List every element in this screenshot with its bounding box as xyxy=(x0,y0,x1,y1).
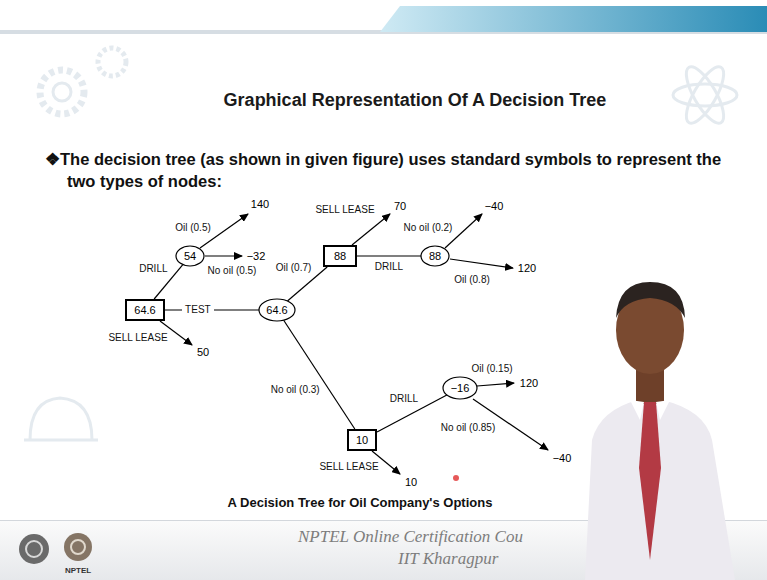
node-value: 88 xyxy=(334,250,346,263)
node-value: 10 xyxy=(356,434,368,447)
terminal-arrows xyxy=(160,214,548,474)
footer-text: NPTEL Online Certification Cou xyxy=(298,527,523,547)
decision-square: 64.6 xyxy=(125,299,165,321)
payoff-value: 50 xyxy=(197,346,209,359)
node-value: 54 xyxy=(184,250,196,263)
option-label: SELL LEASE xyxy=(319,461,378,473)
footer-text: IIT Kharagpur xyxy=(398,549,498,569)
circle-outline xyxy=(259,299,295,321)
presenter xyxy=(585,282,735,580)
branch-label: DRILL xyxy=(139,263,167,275)
branch-label: DRILL xyxy=(375,261,403,273)
top-band xyxy=(0,6,767,34)
probability-label: Oil (0.8) xyxy=(454,274,490,286)
payoff-value: 70 xyxy=(394,200,406,213)
option-label: SELL LEASE xyxy=(108,332,167,344)
node-value: 88 xyxy=(429,250,441,263)
laser-dot xyxy=(453,475,459,481)
chance-circle: −16 xyxy=(442,376,478,400)
node-value: −16 xyxy=(451,382,470,395)
payoff-value: 140 xyxy=(251,198,269,211)
tree-branch xyxy=(357,255,421,256)
chance-circle: 88 xyxy=(420,245,450,267)
probability-label: Oil (0.5) xyxy=(175,222,211,234)
payoff-value: 120 xyxy=(520,377,538,390)
tree-branch xyxy=(284,320,355,429)
payoff-value: −40 xyxy=(485,200,504,213)
payoff-value: 10 xyxy=(405,476,417,489)
decision-square: 88 xyxy=(323,245,357,267)
circle-outline xyxy=(176,246,204,266)
branch-label: DRILL xyxy=(390,393,418,405)
payoff-value: −32 xyxy=(247,250,266,263)
slide-title: Graphical Representation Of A Decision T… xyxy=(224,89,607,111)
probability-label: Oil (0.15) xyxy=(471,363,512,375)
branch-label: No oil (0.3) xyxy=(271,384,320,396)
logo-text: NPTEL xyxy=(65,566,91,576)
branch-label: TEST xyxy=(182,304,214,316)
branch-label: Oil (0.7) xyxy=(276,262,312,274)
payoff-value: −40 xyxy=(553,452,572,465)
payoff-value: 120 xyxy=(518,262,536,275)
probability-label: No oil (0.85) xyxy=(441,422,495,434)
node-value: 64.6 xyxy=(266,304,287,317)
decision-square: 10 xyxy=(347,429,377,451)
chance-circle: 64.6 xyxy=(258,298,296,322)
watermark-icons xyxy=(24,48,737,440)
bullet-text: ❖The decision tree (as shown in given fi… xyxy=(45,148,745,192)
probability-label: No oil (0.2) xyxy=(404,222,453,234)
probability-label: No oil (0.5) xyxy=(208,265,257,277)
circle-outline xyxy=(443,377,477,399)
option-label: SELL LEASE xyxy=(315,204,374,216)
circle-outline xyxy=(421,246,449,266)
chance-circle: 54 xyxy=(175,245,205,267)
figure-caption: A Decision Tree for Oil Company's Option… xyxy=(228,495,493,511)
node-value: 64.6 xyxy=(134,304,155,317)
